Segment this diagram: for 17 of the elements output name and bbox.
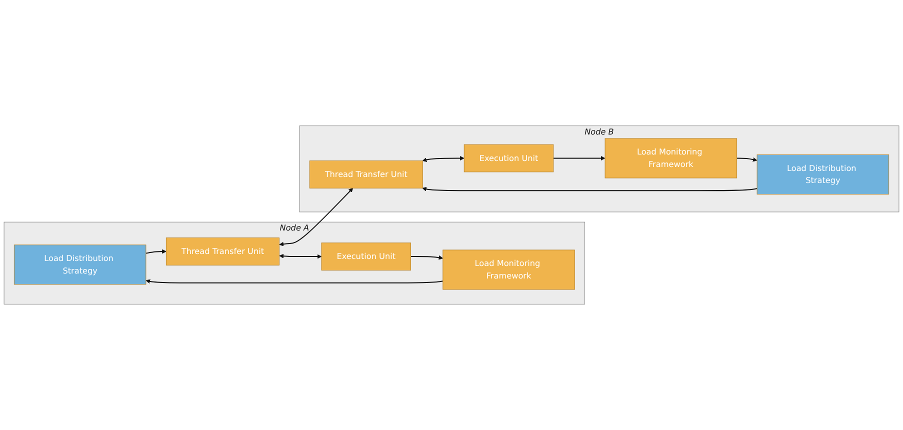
node-box: Thread Transfer Unit — [309, 160, 423, 188]
arrow — [422, 186, 758, 192]
node-box: Execution Unit — [464, 144, 554, 172]
node-box: Execution Unit — [321, 242, 412, 270]
arrow — [422, 156, 464, 162]
arrow — [410, 255, 444, 260]
arrow — [736, 157, 758, 162]
node-box: Load Distribution Strategy — [756, 154, 890, 194]
arrow — [146, 249, 166, 254]
node-box: Load Distribution Strategy — [14, 244, 146, 285]
arrow — [279, 254, 322, 259]
arrow — [146, 279, 443, 284]
node-box: Thread Transfer Unit — [166, 238, 280, 266]
node-box: Load Monitoring Framework — [604, 138, 738, 178]
arrow — [553, 156, 606, 160]
arrow — [279, 188, 354, 246]
node-box: Load Monitoring Framework — [442, 250, 575, 290]
